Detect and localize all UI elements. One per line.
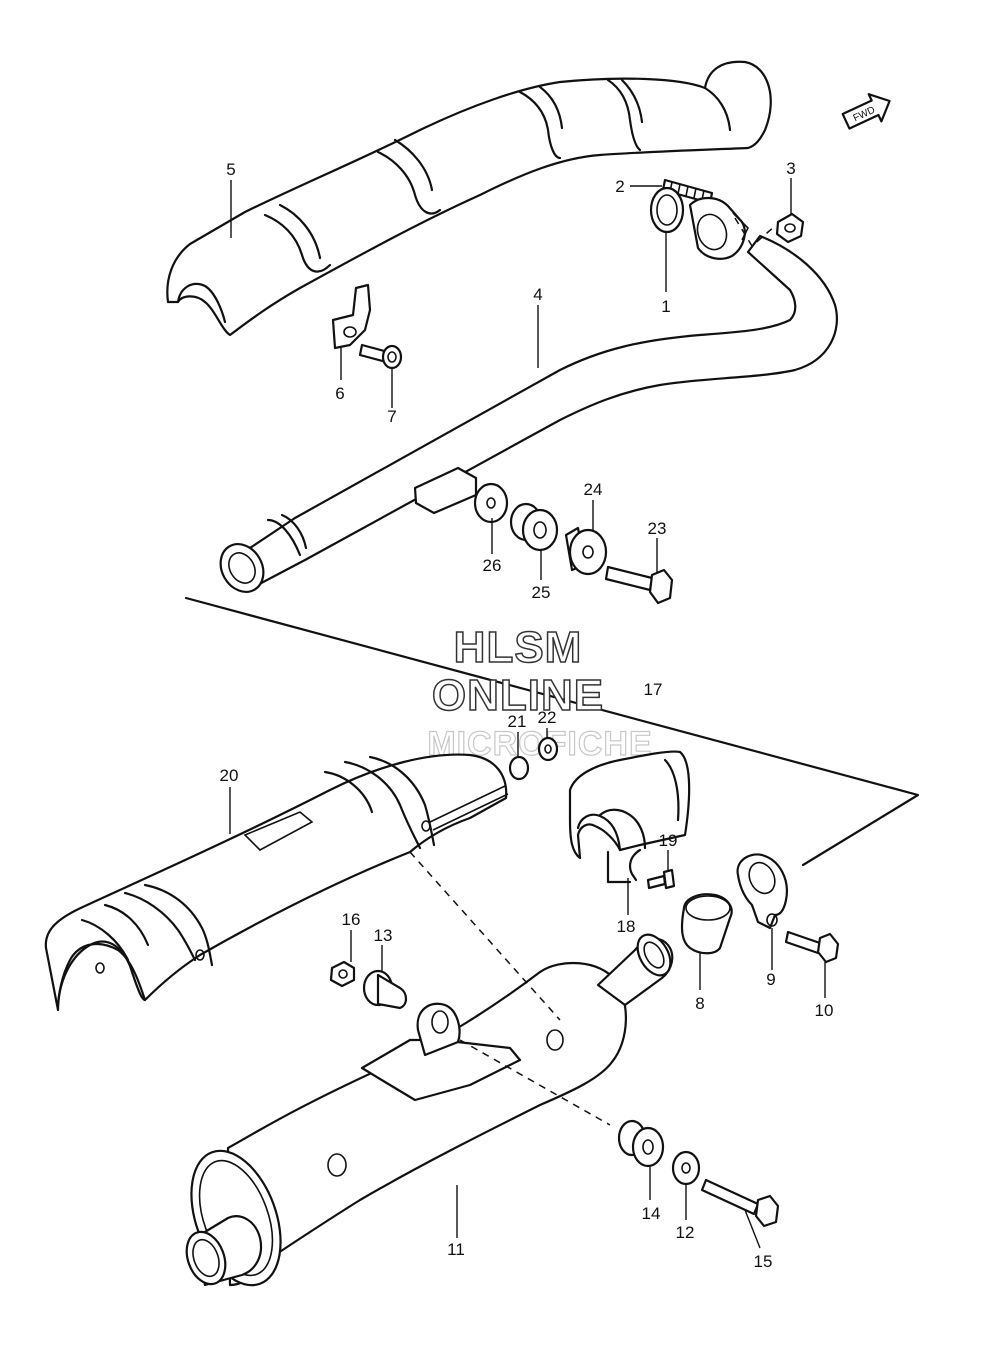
callout-12: 12	[676, 1223, 695, 1242]
watermark-line-2: ONLINE	[432, 671, 604, 720]
callout-5: 5	[226, 160, 235, 179]
callout-3: 3	[786, 159, 795, 178]
callout-7: 7	[387, 407, 396, 426]
leader-lines	[229, 178, 826, 1249]
upper-heat-shield	[166, 60, 772, 337]
nut-16	[329, 960, 356, 988]
clip-18	[606, 848, 642, 884]
exhaust-gasket	[649, 186, 685, 234]
callout-11: 11	[447, 1240, 465, 1259]
collar-24	[564, 526, 608, 576]
callout-19: 19	[659, 831, 678, 850]
callout-22: 22	[538, 708, 557, 727]
screw-19	[646, 868, 676, 890]
connector-sleeve	[680, 893, 733, 955]
callout-8: 8	[695, 994, 704, 1013]
callout-4: 4	[533, 285, 542, 304]
flange-nut	[775, 212, 805, 244]
heat-shield-bracket	[331, 283, 372, 350]
callout-16: 16	[342, 910, 361, 929]
callout-23: 23	[648, 519, 667, 538]
bolt-23	[604, 565, 674, 605]
clamp-cover-17	[568, 750, 691, 860]
assembly-boundary-line-17	[184, 596, 920, 867]
muffler-body	[185, 933, 674, 1287]
callout-14: 14	[642, 1204, 661, 1223]
washer-26	[473, 482, 509, 524]
callout-20: 20	[220, 766, 239, 785]
callout-18: 18	[617, 917, 636, 936]
washer-12	[671, 1150, 701, 1186]
callout-13: 13	[374, 926, 393, 945]
callout-15: 15	[754, 1252, 773, 1271]
watermark-line-1: HLSM	[454, 623, 583, 672]
alignment-line	[734, 217, 776, 248]
callout-26: 26	[483, 556, 502, 575]
exhaust-clamp	[736, 853, 788, 930]
forward-arrow-icon: FWD	[841, 93, 891, 130]
callout-25: 25	[532, 583, 551, 602]
watermark: HLSM ONLINE MICROFICHE	[427, 622, 653, 763]
collar-13	[362, 969, 408, 1010]
callout-10: 10	[815, 1001, 834, 1020]
callout-9: 9	[766, 970, 775, 989]
washer-22	[537, 736, 559, 762]
alignment-line	[409, 851, 561, 1021]
exhaust-pipe	[219, 196, 838, 593]
callout-6: 6	[335, 384, 344, 403]
callout-2: 2	[615, 177, 624, 196]
callout-17: 17	[644, 680, 663, 699]
alignment-line	[459, 1039, 611, 1126]
rubber-cushion-25	[509, 502, 559, 552]
callout-labels: 1 2 3 4 5 6 7 8 9 10 11 12 13 14 15 16 1…	[220, 159, 834, 1271]
screw-21	[429, 755, 530, 831]
callout-24: 24	[584, 480, 603, 499]
heat-shield-screw	[358, 343, 403, 370]
bolt-15	[700, 1178, 780, 1228]
muffler-heat-shield	[44, 753, 508, 1012]
callout-21: 21	[508, 712, 527, 731]
rubber-cushion-14	[617, 1119, 665, 1168]
callout-1: 1	[661, 297, 670, 316]
bolt-10	[784, 930, 840, 964]
